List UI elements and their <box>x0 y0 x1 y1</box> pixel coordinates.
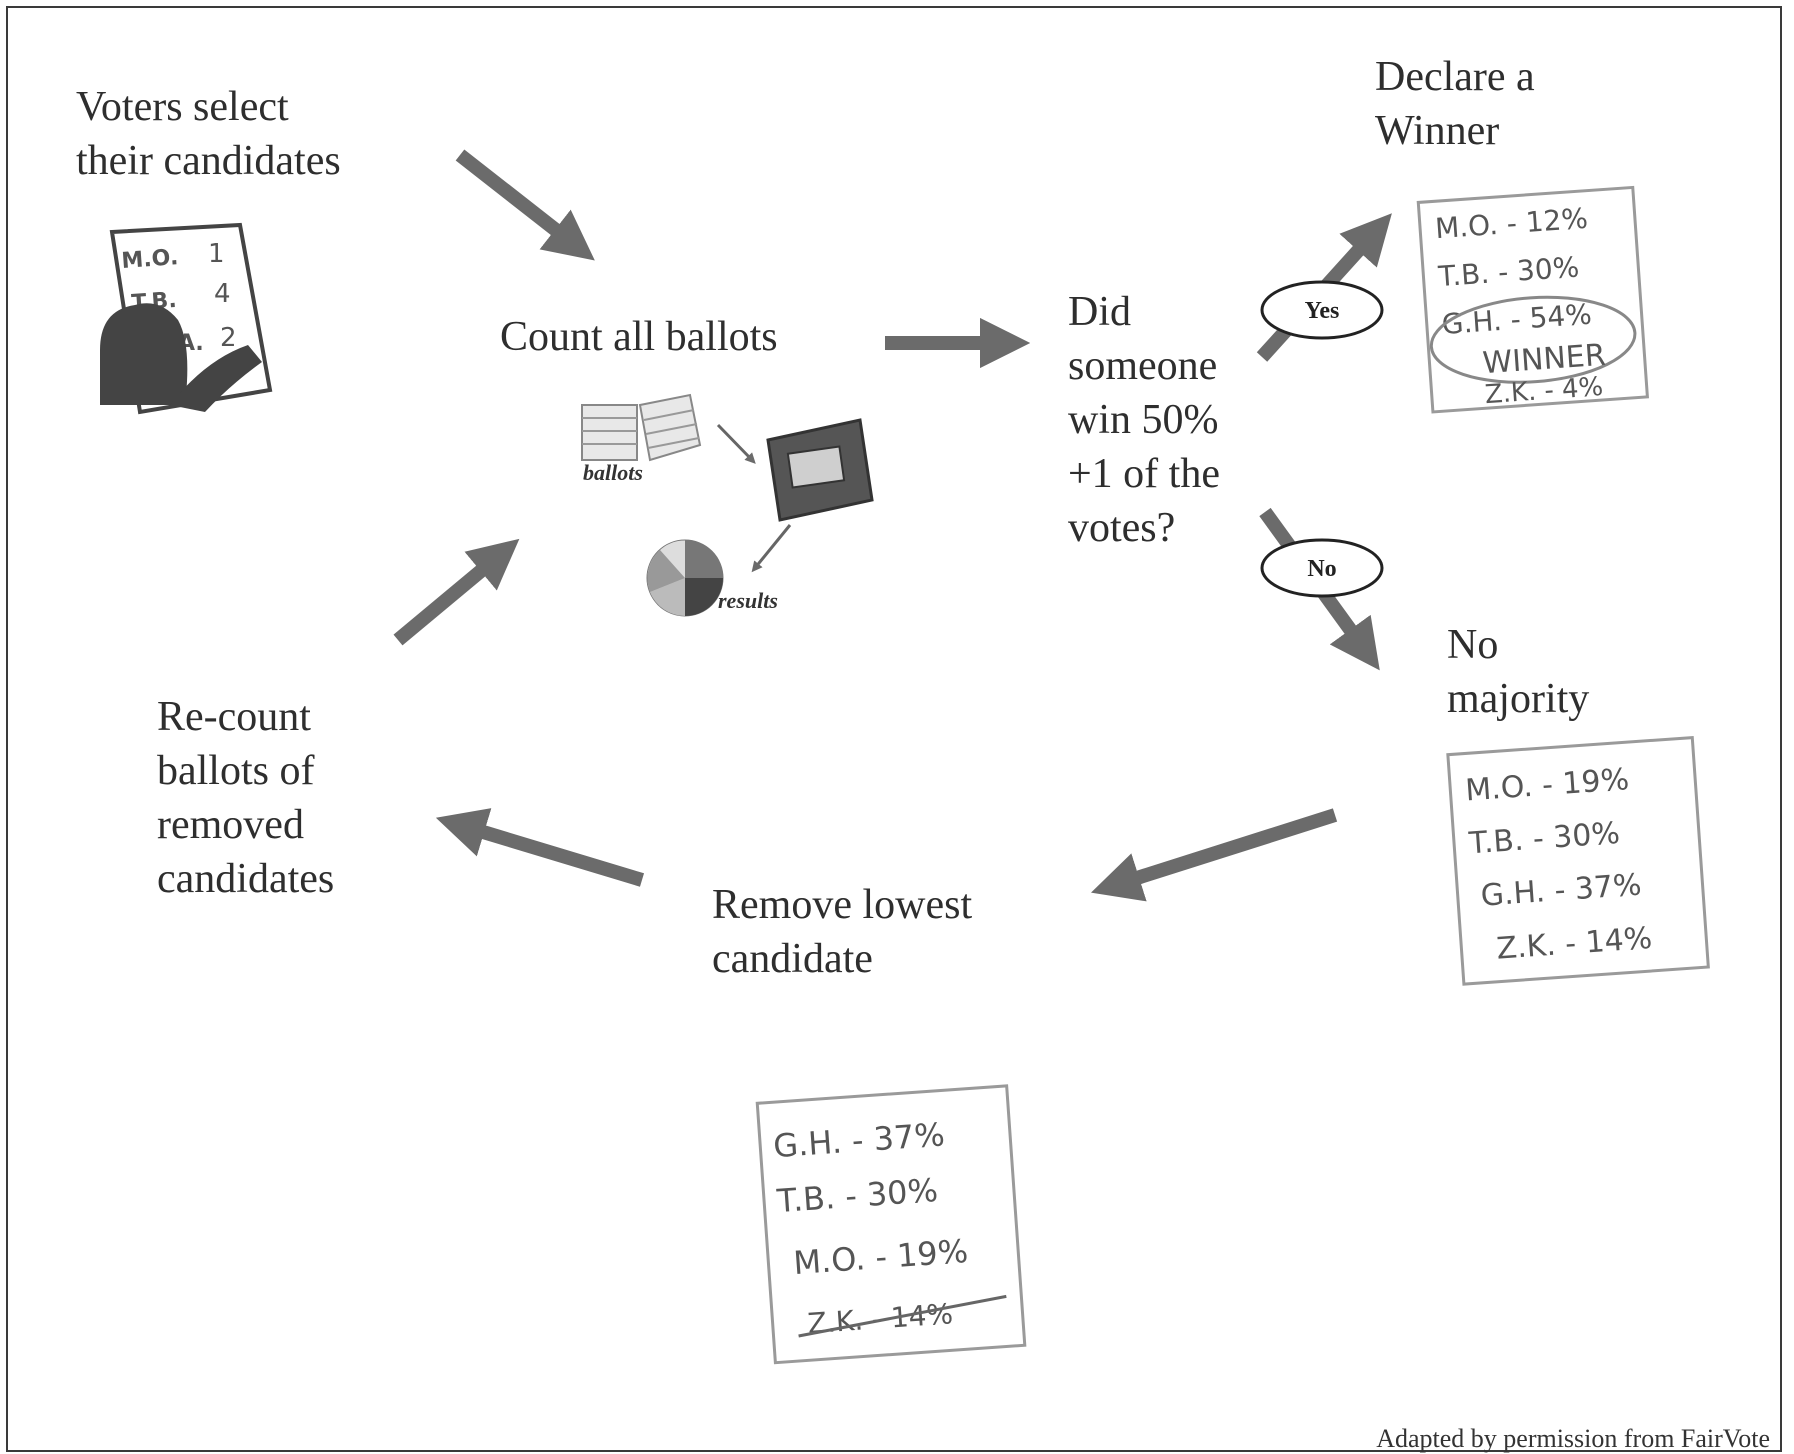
recount-label: Re-count ballots of removed candidates <box>157 694 335 902</box>
arrow-voters-to-count <box>455 149 595 261</box>
no-label: No <box>1307 556 1336 582</box>
winner-circle-mark <box>1429 295 1637 384</box>
voter-silhouette-icon <box>100 303 188 405</box>
results-caption: results <box>718 588 778 613</box>
no-decision-badge: No <box>1260 538 1384 598</box>
arrow-no-majority-to-remove <box>1090 808 1338 902</box>
ballot-mark-6: 2 <box>220 323 237 353</box>
voting-machine-icon <box>766 418 874 522</box>
declare-winner-label: Declare a Winner <box>1375 54 1535 154</box>
ranked-tally-card: G.H. - 37% T.B. - 30% M.O. - 19% Z.K. - … <box>755 1084 1027 1365</box>
no-majority-tally-card: M.O. - 19% T.B. - 30% G.H. - 37% Z.K. - … <box>1446 735 1710 986</box>
winner-tally-card: M.O. - 12% T.B. - 30% G.H. - 54% WINNER … <box>1416 185 1650 414</box>
results-pie-icon <box>646 539 724 617</box>
arrow-recount-to-count <box>393 538 520 646</box>
yes-decision-badge: Yes <box>1260 280 1384 340</box>
arrow-remove-to-recount <box>435 808 645 887</box>
small-arrow-to-machine <box>716 423 756 464</box>
credit-note: Adapted by permission from FairVote <box>1376 1424 1770 1453</box>
voters-select-label: Voters select their candidates <box>76 84 341 184</box>
winner-stamp: WINNER <box>1481 338 1606 382</box>
remove-lowest-label: Remove lowest candidate <box>712 882 973 982</box>
count-ballots-label: Count all ballots <box>500 314 778 360</box>
yes-label: Yes <box>1305 298 1340 324</box>
no-majority-label: No majority <box>1447 622 1590 722</box>
voter-ballot-icon: M.O. 1 T.B. 4 A. 2 <box>100 222 273 415</box>
ballots-caption: ballots <box>583 460 643 485</box>
ballot-mark-4: 4 <box>214 279 231 309</box>
ballots-stack-icon <box>581 393 702 462</box>
small-arrow-to-results <box>751 524 792 573</box>
ballot-mark-2: 1 <box>208 239 225 269</box>
strike-through-mark <box>798 1294 1007 1338</box>
ballot-mark-1: M.O. <box>121 245 179 274</box>
majority-question-label: Did someone win 50% +1 of the votes? <box>1068 289 1220 551</box>
